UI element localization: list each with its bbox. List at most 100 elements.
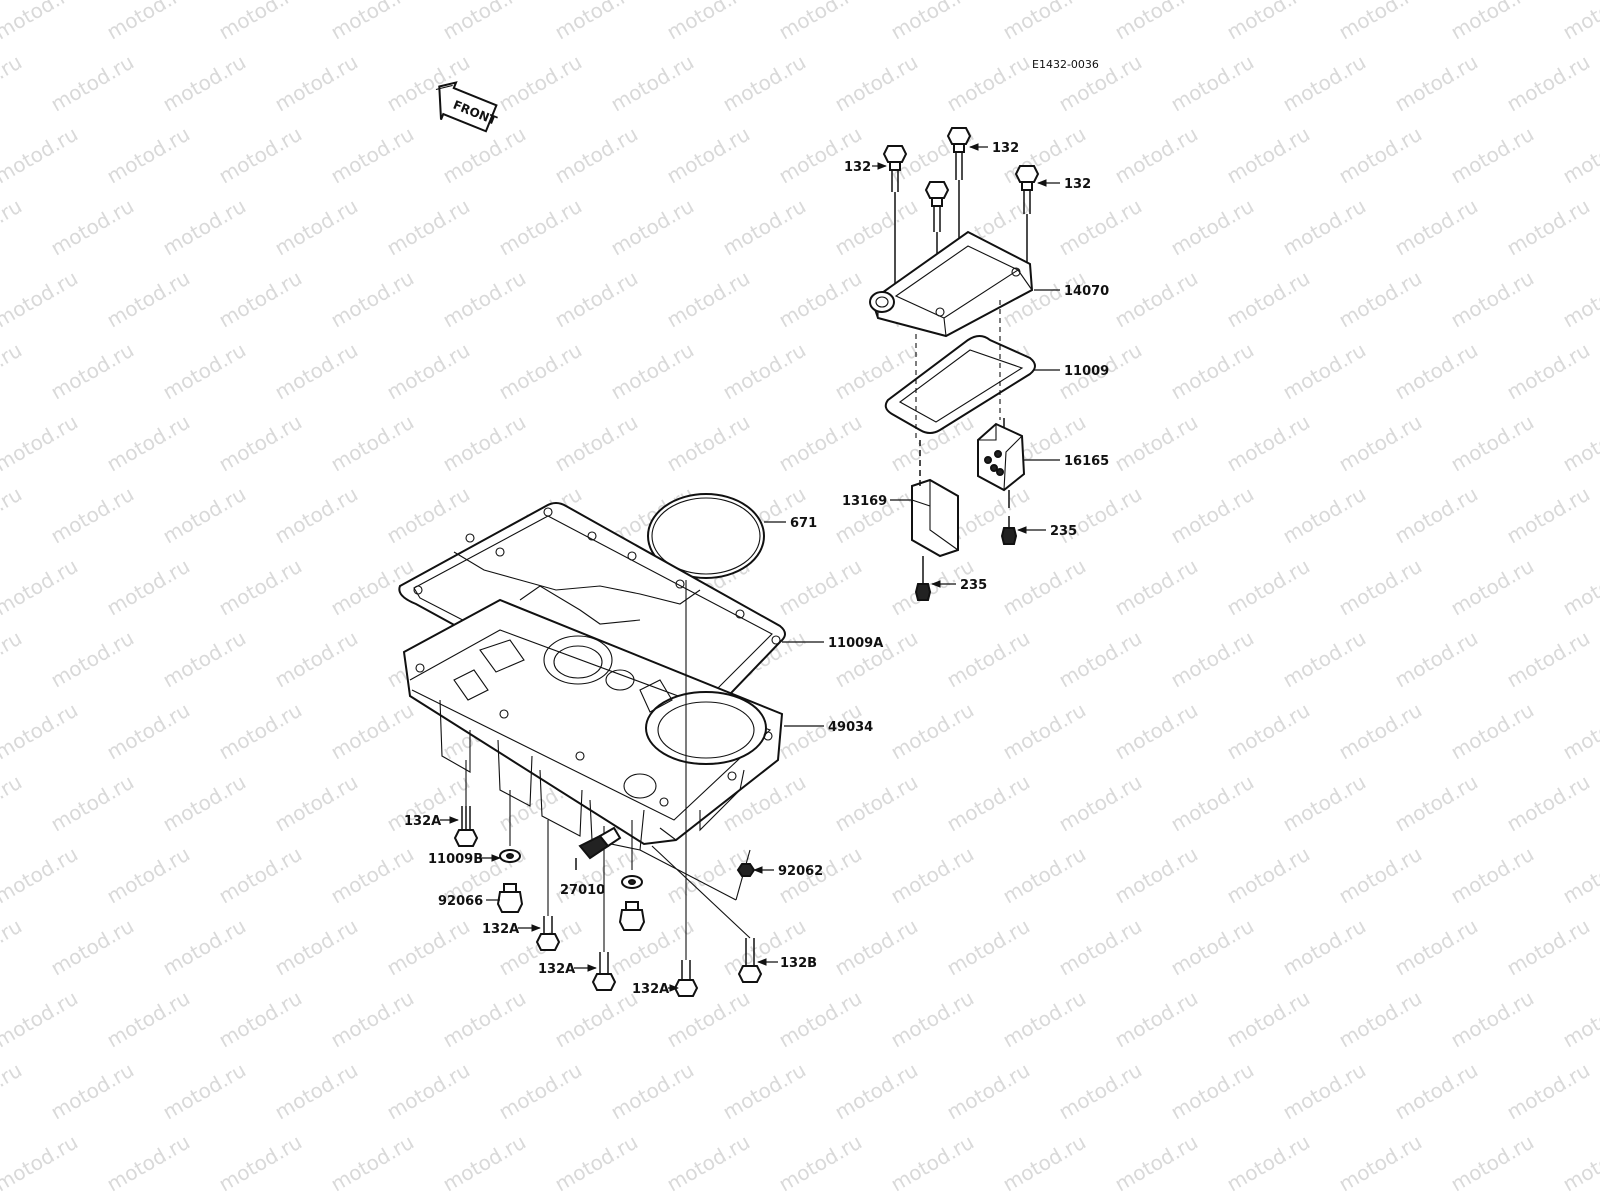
callout-132A-left: 132A bbox=[404, 814, 459, 829]
watermark-text: motod.ru bbox=[1223, 698, 1314, 765]
label-49034: 49034 bbox=[828, 720, 873, 735]
watermark-text: motod.ru bbox=[159, 482, 250, 549]
watermark-text: motod.ru bbox=[1111, 122, 1202, 189]
watermark-text: motod.ru bbox=[775, 986, 866, 1053]
label-16165: 16165 bbox=[1064, 454, 1109, 469]
watermark-text: motod.ru bbox=[495, 50, 586, 117]
watermark-text: motod.ru bbox=[1223, 554, 1314, 621]
watermark-text: motod.ru bbox=[327, 410, 418, 477]
watermark-text: motod.ru bbox=[495, 338, 586, 405]
watermark-text: motod.ru bbox=[215, 0, 306, 44]
watermark-text: motod.ru bbox=[1391, 50, 1482, 117]
watermark-text: motod.ru bbox=[887, 698, 978, 765]
watermark-text: motod.ru bbox=[327, 0, 418, 44]
watermark-text: motod.ru bbox=[1559, 698, 1600, 765]
screw-235-lower-icon bbox=[914, 556, 932, 601]
watermark-text: motod.ru bbox=[0, 986, 82, 1053]
watermark-text: motod.ru bbox=[0, 1058, 26, 1125]
watermark-text: motod.ru bbox=[775, 410, 866, 477]
watermark-text: motod.ru bbox=[271, 50, 362, 117]
watermark-text: motod.ru bbox=[1223, 410, 1314, 477]
callout-11009A: 11009A bbox=[782, 636, 883, 651]
watermark-text: motod.ru bbox=[0, 338, 26, 405]
watermark-text: motod.ru bbox=[1223, 986, 1314, 1053]
watermark-text: motod.ru bbox=[1279, 914, 1370, 981]
watermark-text: motod.ru bbox=[327, 698, 418, 765]
watermark-text: motod.ru bbox=[215, 1130, 306, 1197]
callout-92062: 92062 bbox=[753, 864, 823, 879]
watermark-text: motod.ru bbox=[1559, 842, 1600, 909]
watermark-text: motod.ru bbox=[719, 194, 810, 261]
watermark-text: motod.ru bbox=[831, 770, 922, 837]
watermark-text: motod.ru bbox=[1447, 0, 1538, 44]
watermark-text: motod.ru bbox=[1335, 0, 1426, 44]
callout-132A-bottom: 132A bbox=[632, 982, 679, 997]
watermark-text: motod.ru bbox=[1503, 1058, 1594, 1125]
callout-132A-center: 132A bbox=[482, 922, 541, 937]
watermark-text: motod.ru bbox=[1055, 770, 1146, 837]
watermark-text: motod.ru bbox=[831, 194, 922, 261]
watermark-text: motod.ru bbox=[1223, 842, 1314, 909]
watermark-text: motod.ru bbox=[1503, 914, 1594, 981]
watermark-text: motod.ru bbox=[943, 50, 1034, 117]
watermark-text: motod.ru bbox=[47, 1058, 138, 1125]
label-132-right: 132 bbox=[1064, 177, 1091, 192]
watermark-text: motod.ru bbox=[215, 122, 306, 189]
watermark-text: motod.ru bbox=[775, 266, 866, 333]
watermark-text: motod.ru bbox=[47, 50, 138, 117]
watermark-text: motod.ru bbox=[1055, 626, 1146, 693]
watermark-text: motod.ru bbox=[0, 194, 26, 261]
watermark-text: motod.ru bbox=[47, 482, 138, 549]
bolt-132A-lower-icon bbox=[591, 952, 617, 991]
watermark-text: motod.ru bbox=[775, 122, 866, 189]
callout-16165: 16165 bbox=[1024, 454, 1109, 469]
label-235-upper: 235 bbox=[1050, 524, 1077, 539]
watermark-text: motod.ru bbox=[1223, 122, 1314, 189]
watermark-text: motod.ru bbox=[103, 554, 194, 621]
label-11009B: 11009B bbox=[428, 852, 483, 867]
watermark-text: motod.ru bbox=[383, 194, 474, 261]
watermark-text: motod.ru bbox=[1055, 914, 1146, 981]
watermark-text: motod.ru bbox=[1447, 554, 1538, 621]
watermark-text: motod.ru bbox=[663, 410, 754, 477]
watermark-text: motod.ru bbox=[1055, 1058, 1146, 1125]
drain-plug-icon bbox=[618, 875, 646, 931]
switch-27010-icon bbox=[575, 826, 622, 870]
watermark-text: motod.ru bbox=[999, 554, 1090, 621]
watermark-text: motod.ru bbox=[1335, 698, 1426, 765]
watermark-text: motod.ru bbox=[1335, 554, 1426, 621]
watermark-text: motod.ru bbox=[1279, 770, 1370, 837]
watermark-text: motod.ru bbox=[663, 122, 754, 189]
label-132B: 132B bbox=[780, 956, 817, 971]
watermark-text: motod.ru bbox=[1559, 122, 1600, 189]
watermark-text: motod.ru bbox=[1167, 626, 1258, 693]
watermark-text: motod.ru bbox=[0, 842, 82, 909]
watermark-text: motod.ru bbox=[439, 266, 530, 333]
watermark-text: motod.ru bbox=[999, 986, 1090, 1053]
watermark-text: motod.ru bbox=[0, 50, 26, 117]
watermark-text: motod.ru bbox=[943, 914, 1034, 981]
bracket-13169-icon bbox=[911, 440, 959, 558]
watermark-text: motod.ru bbox=[215, 986, 306, 1053]
label-132A-lower: 132A bbox=[538, 962, 575, 977]
watermark-text: motod.ru bbox=[663, 266, 754, 333]
label-235-lower: 235 bbox=[960, 578, 987, 593]
watermark-text: motod.ru bbox=[159, 194, 250, 261]
callout-132-top: 132 bbox=[969, 141, 1019, 156]
washer-11009B-icon bbox=[499, 849, 521, 863]
callout-49034: 49034 bbox=[784, 720, 873, 735]
watermark-text: motod.ru bbox=[439, 0, 530, 44]
watermark-text: motod.ru bbox=[439, 122, 530, 189]
watermark-text: motod.ru bbox=[1447, 410, 1538, 477]
cover-14070-icon bbox=[869, 230, 1034, 338]
watermark-text: motod.ru bbox=[1279, 626, 1370, 693]
watermark-text: motod.ru bbox=[383, 914, 474, 981]
watermark-text: motod.ru bbox=[159, 626, 250, 693]
watermark-text: motod.ru bbox=[943, 770, 1034, 837]
bolt-132-left-icon bbox=[882, 145, 908, 292]
watermark-text: motod.ru bbox=[1223, 266, 1314, 333]
diagram-code: E1432-0036 bbox=[1032, 58, 1099, 71]
watermark-text: motod.ru bbox=[1111, 554, 1202, 621]
label-132-top: 132 bbox=[992, 141, 1019, 156]
watermark-text: motod.ru bbox=[383, 338, 474, 405]
